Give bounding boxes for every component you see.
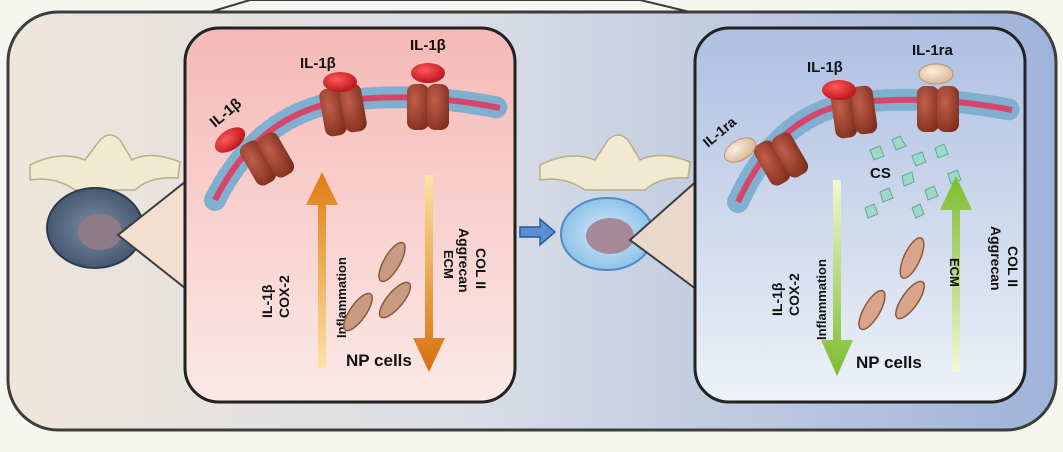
right-ecm-up-arrow [940,176,972,372]
right-marker-cox2: COX-2 [786,273,802,316]
right-inflammation-label: Inflammation [814,259,829,340]
left-np-cells [343,241,412,332]
left-marker-aggrecan: Aggrecan [456,228,472,293]
left-receptor-2 [319,83,367,137]
right-np-cells-label: NP cells [856,353,922,372]
left-receptor-3 [407,84,449,130]
left-marker-col2: COL II [473,248,489,289]
left-ligand-3-oval [411,63,445,83]
right-ligand-1-oval [723,137,757,163]
right-marker-il1b: IL-1β [769,282,785,316]
right-marker-col2: COL II [1005,246,1021,287]
right-np-cells [858,237,925,331]
disc-nucleus [78,214,122,250]
left-ligand-3-label: IL-1β [410,37,446,54]
left-inflammation-up-arrow [306,172,338,368]
transition-arrow [519,217,557,247]
right-ligand-3-label: IL-1ra [912,42,954,59]
right-receptor-1 [753,132,809,186]
left-np-cells-label: NP cells [346,351,412,370]
right-ligand-2-oval [822,80,856,100]
right-receptor-3 [917,86,959,132]
left-ligand-2-label: IL-1β [300,55,336,72]
disc-nucleus [586,218,634,254]
right-ligand-3-oval [918,63,954,85]
left-receptor-1 [239,132,295,186]
left-ligand-1-oval [214,127,246,153]
left-ligand-2-oval [323,72,357,92]
top-callout-edge [209,0,691,13]
right-marker-aggrecan: Aggrecan [988,226,1004,291]
right-vertebra [539,134,691,271]
left-vertebra [29,134,181,269]
left-ecm-label: ECM [441,250,456,279]
right-panel [693,26,1027,404]
left-marker-cox2: COX-2 [276,275,292,318]
right-ecm-label: ECM [947,258,962,287]
cs-label: CS [870,165,891,182]
right-ligand-2-label: IL-1β [807,59,843,76]
right-inflammation-down-arrow [821,180,853,376]
left-ecm-down-arrow [413,175,445,372]
right-receptor-2 [830,85,878,139]
left-marker-il1b: IL-1β [259,284,275,318]
